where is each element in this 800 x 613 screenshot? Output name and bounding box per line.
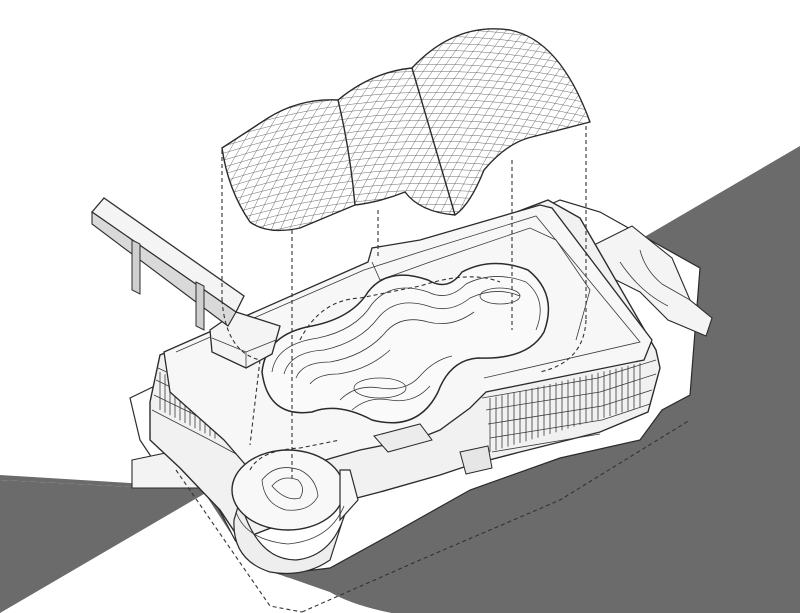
grid-line (222, 28, 590, 36)
grid-line (0, 20, 100, 240)
grid-line (24, 20, 154, 240)
grid-line (581, 28, 590, 231)
courtyard-terraces (271, 276, 541, 411)
grid-line (222, 119, 590, 162)
grid-line (572, 28, 590, 231)
projection-lines (175, 126, 691, 613)
grid-line (222, 105, 590, 148)
grid-line (222, 112, 590, 155)
grid-line (200, 0, 600, 28)
grid-line (222, 28, 245, 231)
rooftop-box (373, 423, 433, 453)
grid-line (200, 0, 600, 14)
grid-line (15, 20, 145, 240)
grid-line (222, 28, 254, 231)
grid-line (69, 20, 199, 240)
grid-line (200, 0, 600, 7)
stair-block (459, 445, 493, 475)
courtyard-void (261, 262, 550, 424)
grid-line (0, 20, 109, 240)
grid-line (222, 28, 590, 50)
round-pavilion (231, 449, 359, 575)
skywalk-bridge (91, 197, 245, 331)
grid-line (200, 0, 600, 21)
grid-line (222, 28, 590, 43)
grid-line (222, 28, 236, 231)
right-terrace (591, 225, 713, 337)
grid-line (60, 20, 190, 240)
